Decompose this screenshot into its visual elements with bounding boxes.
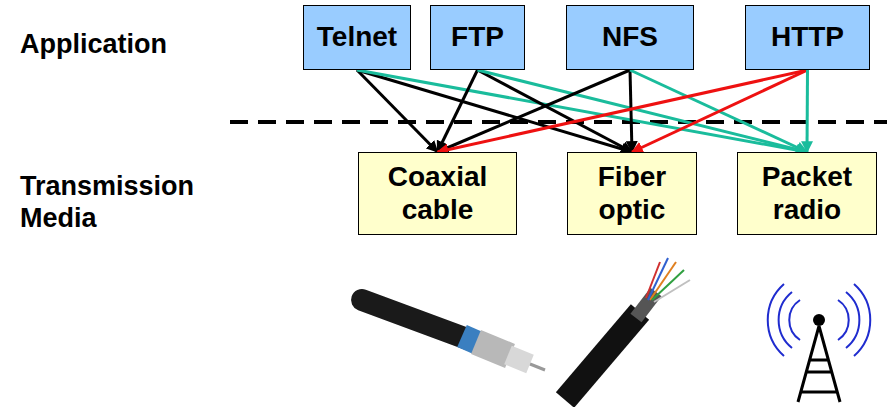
box-text: HTTP [771, 21, 844, 53]
box-text: Telnet [317, 21, 397, 53]
connector-arrow [438, 70, 478, 152]
application-box: FTP [430, 5, 525, 70]
fiber-optic-picture [565, 258, 690, 400]
media-box: Coaxial cable [358, 152, 517, 235]
connector-arrow [806, 70, 810, 152]
media-box: Packet radio [737, 152, 877, 235]
connector-arrow [632, 70, 808, 152]
connector-arrow [438, 70, 631, 152]
media-box: Fiber optic [567, 152, 697, 235]
radio-tower-picture [768, 284, 871, 402]
box-text: FTP [451, 21, 504, 53]
layer-divider [230, 120, 887, 124]
box-text: Fiber optic [574, 161, 690, 225]
connector-arrow [630, 70, 807, 152]
application-box: HTTP [745, 5, 870, 70]
connector-arrow [630, 70, 632, 152]
connector-arrow [478, 70, 633, 152]
coaxial-cable-picture [362, 300, 545, 370]
application-box: Telnet [303, 5, 411, 70]
layer-label: Transmission Media [20, 170, 240, 235]
box-text: NFS [602, 21, 658, 53]
box-text: Coaxial cable [365, 161, 510, 225]
connector-arrow [438, 70, 808, 152]
box-text: Packet radio [744, 161, 870, 225]
application-box: NFS [566, 5, 694, 70]
connector-arrow [357, 70, 807, 152]
layer-label: Application [20, 28, 260, 60]
